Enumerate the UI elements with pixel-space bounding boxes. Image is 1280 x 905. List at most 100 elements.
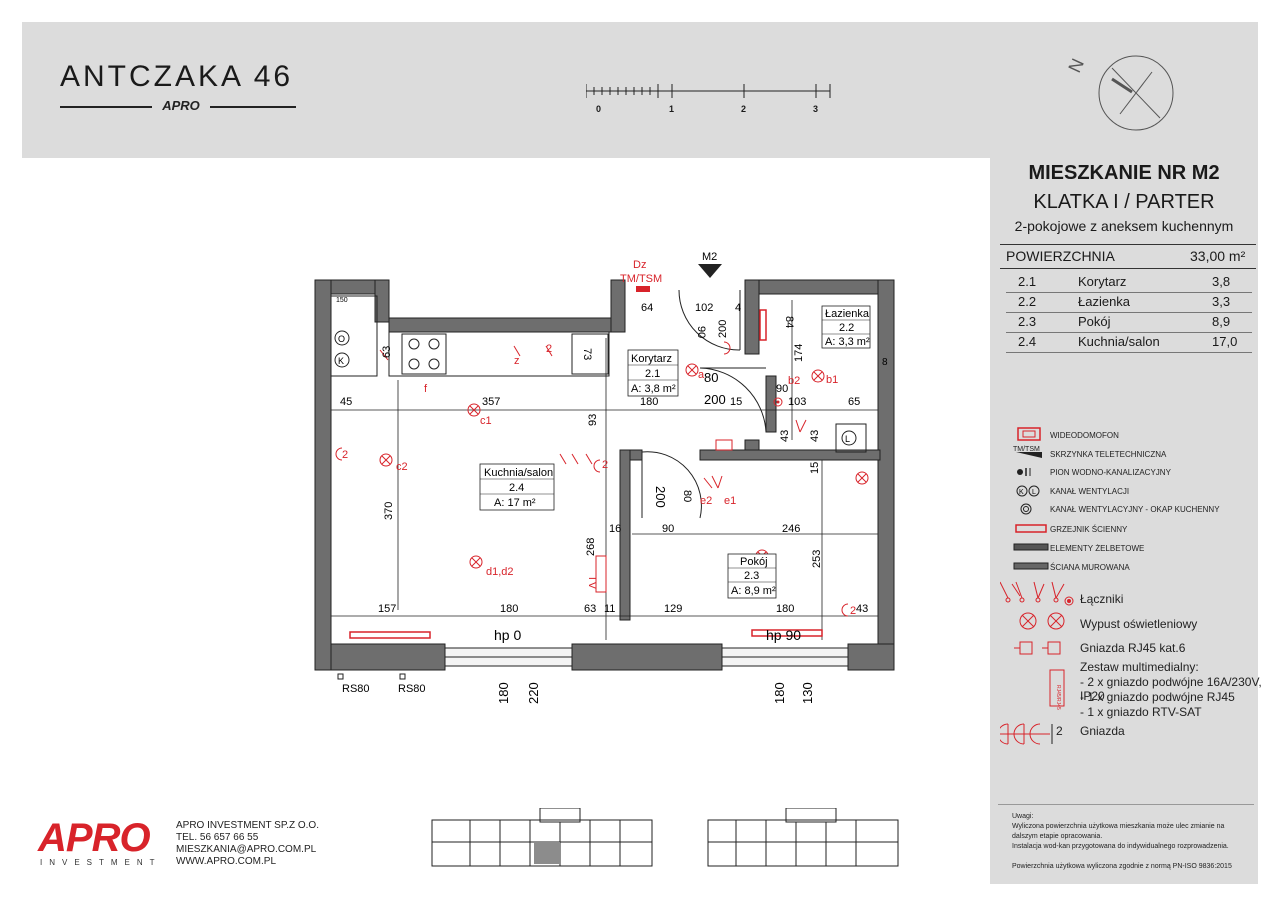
divider [1000,244,1256,245]
radiator-icon [1015,524,1047,533]
svg-text:L: L [1032,489,1036,496]
apartment-number: MIESZKANIE NR M2 [1028,162,1220,184]
dim-label: 180 [640,396,658,408]
project-title: ANTCZAKA 46 [60,60,294,93]
room-number: 2.1 [1018,274,1037,289]
notes-divider [998,804,1254,805]
switches-icon [1000,581,1074,606]
dim-label: 246 [782,523,800,535]
dim-label: 80 [681,490,693,502]
dim-label: 65 [848,396,860,408]
dim-label: 8 [882,357,888,368]
room-area: A: 3,8 m² [631,383,676,395]
company-info: APRO INVESTMENT SP.Z O.O. TEL. 56 657 66… [176,820,319,868]
dim-label: 84 [783,316,795,328]
dim-label: 200 [704,392,726,407]
room-area: A: 3,3 m² [825,336,870,348]
room-name: Łazienka [825,308,870,320]
socket-icon [1000,723,1053,745]
socket-label: 2 [602,459,608,471]
legend-radiator: GRZEJNIK ŚCIENNY [1050,525,1128,534]
legend-icons: K L RJ45/RJ45 [1000,427,1074,745]
dim-label: 80 [704,370,718,385]
ventilation-k-icon [1016,485,1028,497]
legend-masonry: ŚCIANA MUROWANA [1050,563,1130,572]
switch-label: e1 [724,495,736,507]
divider [1000,268,1256,269]
telecom-box-icon [1016,452,1042,458]
dim-label: 73 [581,348,593,360]
header-band [22,22,1258,158]
dim-label: 268 [585,538,597,556]
hood-vent-icon [1020,503,1032,515]
scale-label-2: 2 [741,104,747,114]
scale-label-3: 3 [813,104,819,114]
apartment-highlight [534,842,560,864]
room-number: 2.3 [1018,314,1037,329]
water-riser-icon [773,397,783,407]
dim-label: 90 [776,383,788,395]
room-area: A: 8,9 m² [731,585,776,597]
dim-label: 253 [811,550,823,568]
light-label: b1 [826,374,838,386]
dim-label: 200 [717,320,729,338]
room-area: 8,9 [1212,314,1231,329]
concrete-element-icon [1013,543,1049,551]
row-divider [1006,332,1252,333]
company-email: MIESZKANIA@APRO.COM.PL [176,844,317,855]
dim-label: 90 [695,326,707,338]
masonry-wall-icon [1013,562,1049,570]
dim-label: 103 [788,396,806,408]
legend-lighting: Wypust oświetleniowy [1080,617,1198,631]
company-website: WWW.APRO.COM.PL [176,856,276,867]
dim-label: 200 [653,486,668,508]
entry-label: M2 [702,251,717,263]
dim-label: 45 [340,396,352,408]
dim-label: 357 [482,396,500,408]
light-outlet-icons [379,363,869,569]
radiator-icons [349,309,823,639]
rs80-label: RS80 [398,683,426,695]
switch-label: f [424,383,428,395]
notes-line: Powierzchnia użytkowa wyliczona zgodnie … [1012,863,1232,870]
socket-label: 2 [850,605,856,617]
notes-line: Wyliczona powierzchnia użytkowa mieszkan… [1012,823,1225,840]
room-row: 2.4 Kuchnia/salon 17,0 [1006,334,1250,354]
key-plan-building-1 [431,808,653,867]
area-label: POWIERZCHNIA [1006,248,1115,264]
multimedia-set-icon [595,555,607,593]
tv-label: TV [586,575,598,590]
dim-label: 150 [336,297,348,304]
north-compass-icon: N [1064,55,1174,131]
legend-multimedia-line: - 2 x gniazdo podwójne 16A/230V, IP20 [1080,675,1262,703]
tm-tsm-label: TM/TSM [620,273,662,285]
dim-label: 63 [584,603,596,615]
company-name: APRO INVESTMENT SP.Z O.O. [176,820,319,831]
legend-ventilation: KANAŁ WENTYLACJI [1050,487,1130,496]
room-name: Kuchnia/salon [484,467,553,479]
room-number: 2.3 [744,570,759,582]
doors [641,289,767,519]
socket-label: 2 [546,343,552,355]
company-phone: TEL. 56 657 66 55 [176,832,259,843]
row-divider [1006,312,1252,313]
dim-label: 370 [383,502,395,520]
light-label: d1,d2 [486,566,514,578]
water-riser-icon [1017,469,1023,475]
row-divider [1006,292,1252,293]
dim-label: 11 [604,603,615,615]
dim-label: 180 [776,603,794,615]
stair-floor: KLATKA I / PARTER [1033,191,1215,213]
room-number: 2.4 [1018,334,1037,349]
dimension-lines [331,300,878,640]
notes-title: Uwagi: [1012,813,1034,820]
vent-shafts [330,295,867,453]
dim-label: 180 [500,603,518,615]
room-name: Pokój [740,556,768,568]
room-number: 2.1 [645,368,660,380]
info-panel [990,158,1258,884]
row-divider [1006,352,1252,353]
socket-label: 2 [342,449,348,461]
rs80-label: RS80 [342,683,370,695]
